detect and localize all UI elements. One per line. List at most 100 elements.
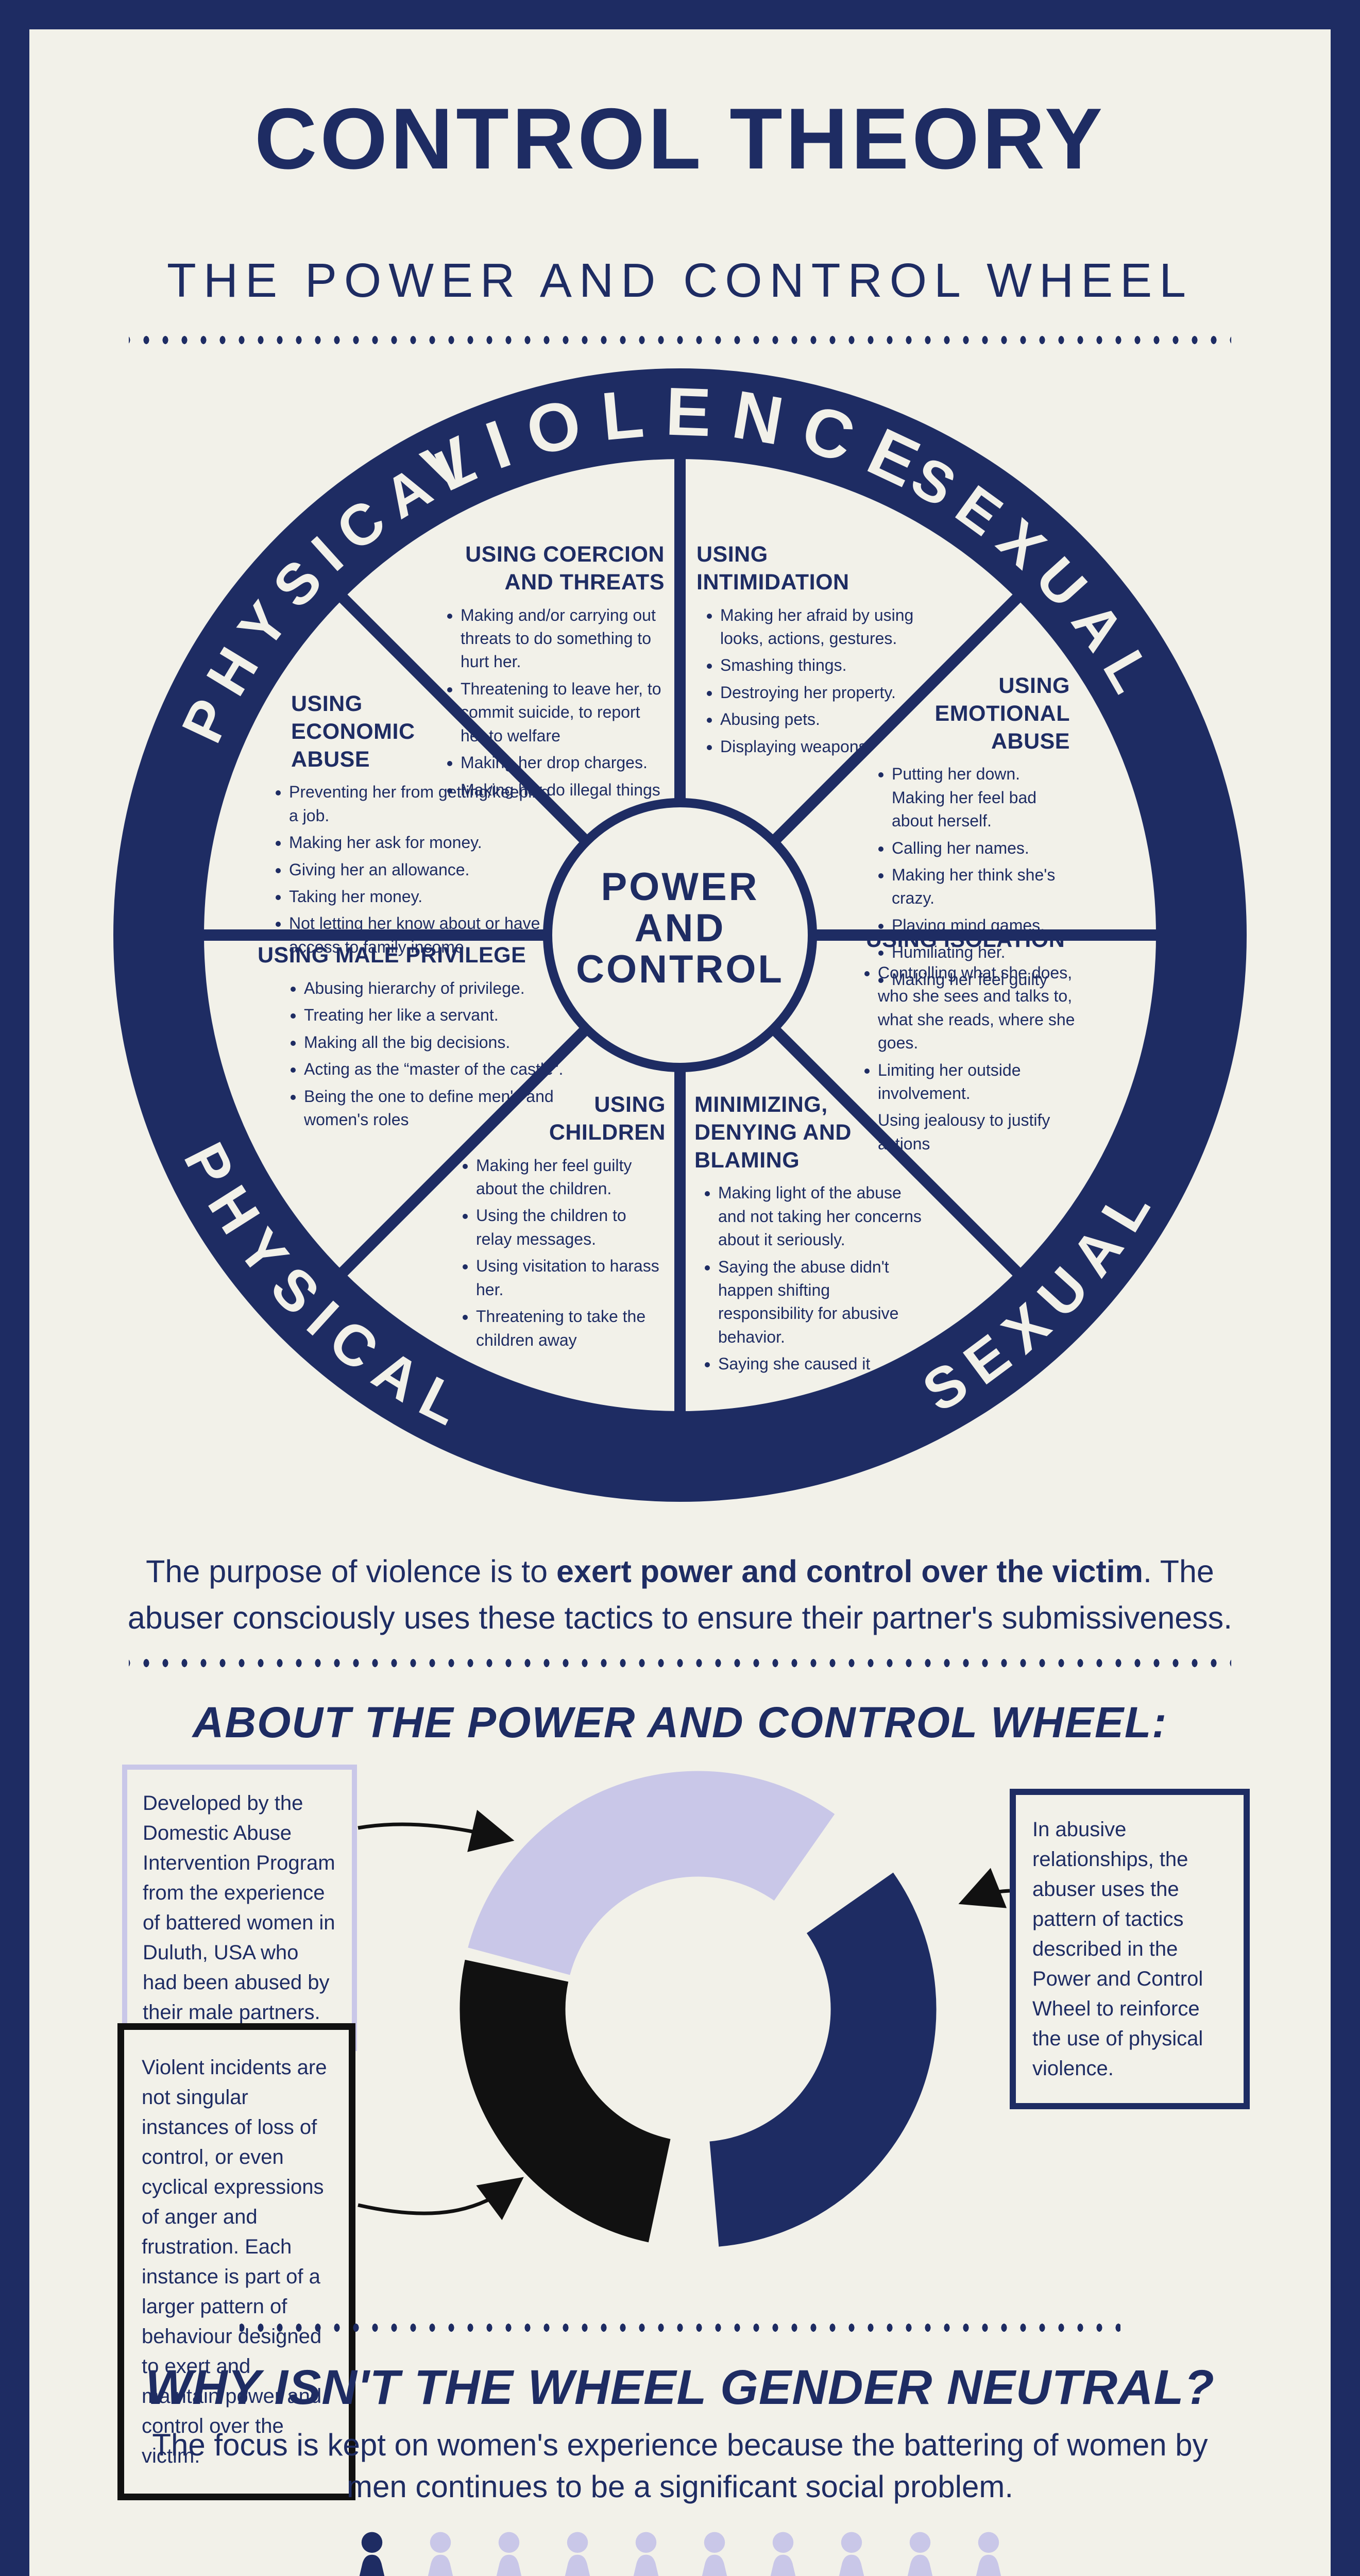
- connector-arrows: [358, 1809, 1010, 2221]
- wheel-segment-coercion: USING COERCION AND THREATS Making and/or…: [437, 541, 665, 805]
- list-item: Making her drop charges.: [461, 751, 665, 774]
- wheel-spokes: [203, 459, 1157, 1412]
- list-item: Making her think she's crazy.: [892, 863, 1070, 910]
- about-box-incidents: Violent incidents are not singular insta…: [117, 2023, 355, 2500]
- list-item: Humiliating her.: [892, 941, 1070, 964]
- list-item: Making light of the abuse and not taking…: [718, 1181, 927, 1251]
- wheel-segment-minimizing: MINIMIZING, DENYING AND BLAMING Making l…: [694, 1091, 927, 1380]
- woman-icon: [417, 2527, 464, 2576]
- woman-icon: [965, 2527, 1012, 2576]
- list-item: Using the children to relay messages.: [476, 1204, 666, 1251]
- woman-icon: [828, 2527, 875, 2576]
- about-box-pattern: In abusive relationships, the abuser use…: [1010, 1789, 1250, 2109]
- list-item: Making her feel guilty about the childre…: [476, 1154, 666, 1201]
- woman-icon: [896, 2527, 944, 2576]
- list-item: Threatening to leave her, to commit suic…: [461, 677, 665, 748]
- segment-bullets: Making and/or carrying out threats to do…: [437, 604, 665, 802]
- list-item: Preventing her from getting/keeping a jo…: [289, 781, 551, 827]
- list-item: Using visitation to harass her.: [476, 1255, 666, 1301]
- donut-arc-black: [460, 1959, 672, 2243]
- list-item: Treating her like a servant.: [304, 1004, 572, 1027]
- wheel-outer-ring: [113, 368, 1247, 1502]
- arrow-to-navy-arc: [958, 1868, 1010, 1908]
- gender-text: The focus is kept on women's experience …: [152, 2428, 1208, 2504]
- list-item: Acting as the “master of the castle”.: [304, 1058, 572, 1081]
- segment-title: USING COERCION AND THREATS: [465, 542, 665, 595]
- about-heading: ABOUT THE POWER AND CONTROL WHEEL:: [192, 1698, 1168, 1747]
- list-item: Making her do illegal things: [461, 778, 665, 802]
- list-item: Making all the big decisions.: [304, 1031, 572, 1054]
- list-item: Abusing pets.: [720, 708, 918, 731]
- woman-icon: [554, 2527, 601, 2576]
- segment-bullets: Making her feel guilty about the childre…: [452, 1154, 666, 1352]
- list-item: Smashing things.: [720, 654, 918, 677]
- wheel-segment-isolation: USING ISOLATION Controlling what she doe…: [854, 926, 1077, 1159]
- svg-text:POWER: POWER: [601, 865, 759, 909]
- dotted-divider: [129, 1653, 1231, 1673]
- wheel-segment-emotional-abuse: USING EMOTIONAL ABUSE Putting her down. …: [868, 672, 1070, 995]
- segment-bullets: Controlling what she does, who she sees …: [854, 961, 1077, 1156]
- list-item: Giving her an allowance.: [289, 858, 551, 882]
- woman-icon: [485, 2527, 533, 2576]
- purpose-text: The purpose of violence is to: [146, 1554, 556, 1589]
- power-and-control-label: POWER AND CONTROL: [576, 865, 784, 991]
- list-item: Making and/or carrying out threats to do…: [461, 604, 665, 674]
- donut-arc-navy: [708, 1872, 937, 2247]
- list-item: Displaying weapons: [720, 735, 918, 758]
- woman-icon: [348, 2527, 396, 2576]
- list-item: Making her afraid by using looks, action…: [720, 604, 918, 651]
- segment-title: MINIMIZING, DENYING AND BLAMING: [694, 1092, 852, 1173]
- segment-title: USING INTIMIDATION: [696, 542, 849, 595]
- donut-arc-lavender: [468, 1771, 835, 1976]
- list-item: Destroying her property.: [720, 681, 918, 704]
- segment-title: USING CHILDREN: [549, 1092, 666, 1145]
- segment-bullets: Putting her down. Making her feel bad ab…: [868, 762, 1070, 991]
- list-item: Putting her down. Making her feel bad ab…: [892, 762, 1070, 833]
- woman-icon: [622, 2527, 670, 2576]
- person-icon-row-1-in-10: [88, 2527, 1272, 2576]
- cycle-donut-graphic: [460, 1771, 937, 2247]
- list-item: Threatening to take the children away: [476, 1305, 666, 1352]
- list-item: Taking her money.: [289, 885, 551, 908]
- arrow-to-black-arc: [358, 2177, 524, 2221]
- list-item: Playing mind games.: [892, 914, 1070, 937]
- segment-bullets: Making light of the abuse and not taking…: [694, 1181, 927, 1376]
- list-item: Controlling what she does, who she sees …: [878, 961, 1077, 1055]
- list-item: Saying she caused it: [718, 1352, 927, 1376]
- power-control-wheel: POWER AND CONTROL VIOLENCE PHYSICAL SEXU…: [113, 368, 1247, 1502]
- purpose-text-after: . The abuser consciously uses these tact…: [127, 1554, 1233, 1636]
- woman-icon: [759, 2527, 807, 2576]
- list-item: Making her feel guilty: [892, 968, 1070, 991]
- dotted-divider: [129, 330, 1231, 350]
- list-item: Saying the abuse didn't happen shifting …: [718, 1256, 927, 1349]
- arrow-to-lavender-arc: [358, 1809, 515, 1852]
- about-box-developed: Developed by the Domestic Abuse Interven…: [122, 1765, 357, 2051]
- segment-title: USING MALE PRIVILEGE: [258, 943, 526, 968]
- page-title: CONTROL THEORY: [254, 90, 1106, 187]
- list-item: Being the one to define men's and women'…: [304, 1085, 572, 1132]
- segment-bullets: Making her afraid by using looks, action…: [696, 604, 918, 759]
- list-item: Limiting her outside involvement.: [878, 1059, 1077, 1106]
- segment-title: USING ECONOMIC ABUSE: [291, 691, 415, 772]
- list-item: Calling her names.: [892, 837, 1070, 860]
- wheel-hub: [543, 798, 817, 1072]
- wheel-segment-intimidation: USING INTIMIDATION Making her afraid by …: [696, 541, 918, 762]
- segment-title: USING ISOLATION: [865, 927, 1065, 952]
- gender-heading: WHY ISN'T THE WHEEL GENDER NEUTRAL?: [145, 2360, 1215, 2415]
- segment-bullets: Abusing hierarchy of privilege. Treating …: [258, 977, 572, 1132]
- woman-icon: [691, 2527, 738, 2576]
- svg-text:CONTROL: CONTROL: [576, 947, 784, 991]
- page-subtitle: THE POWER AND CONTROL WHEEL: [167, 253, 1193, 307]
- wheel-segment-children: USING CHILDREN Making her feel guilty ab…: [452, 1091, 666, 1355]
- list-item: Using jealousy to justify actions: [878, 1109, 1077, 1156]
- purpose-bold-text: exert power and control over the victim: [556, 1554, 1143, 1589]
- list-item: Not letting her know about or have acces…: [289, 912, 551, 959]
- list-item: Abusing hierarchy of privilege.: [304, 977, 572, 1000]
- wheel-segment-male-privilege: USING MALE PRIVILEGE Abusing hierarchy o…: [258, 942, 572, 1135]
- segment-bullets: Preventing her from getting/keeping a jo…: [265, 781, 551, 959]
- dotted-divider: [240, 2317, 1120, 2338]
- svg-text:AND: AND: [635, 906, 726, 950]
- list-item: Making her ask for money.: [289, 831, 551, 854]
- wheel-segment-economic-abuse: USING ECONOMIC ABUSE Preventing her from…: [265, 690, 551, 962]
- purpose-statement: The purpose of violence is to exert powe…: [98, 1548, 1262, 1641]
